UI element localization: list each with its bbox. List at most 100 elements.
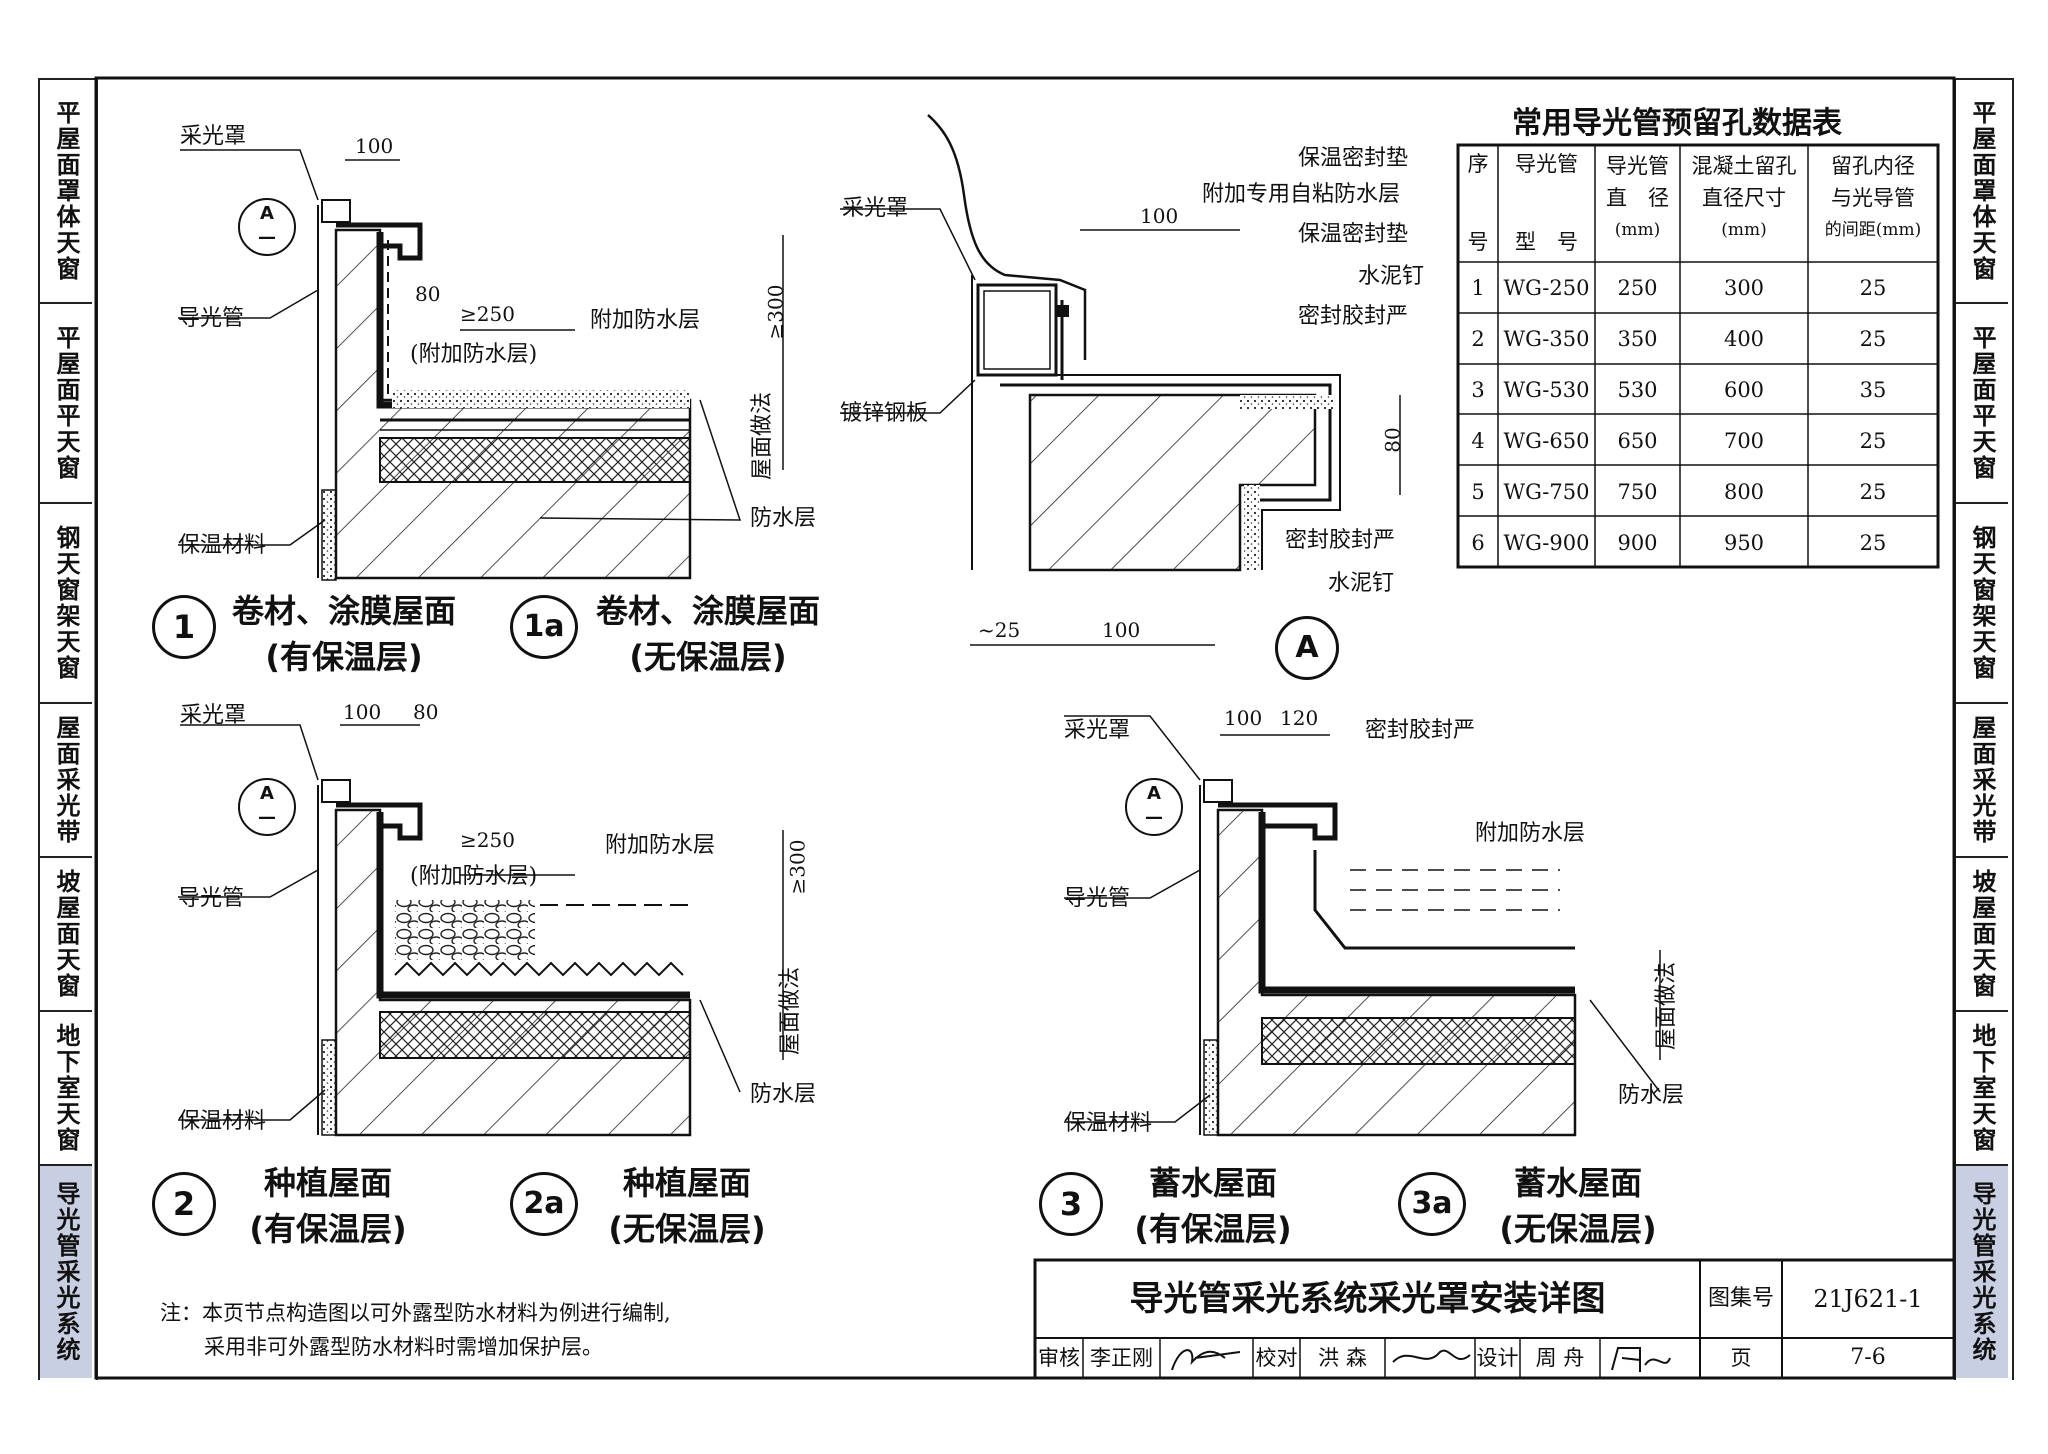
d2-insulation: 保温材料	[178, 1109, 267, 1134]
da-cement-nail-2: 水泥钉	[1328, 571, 1395, 596]
side-tab-left-2[interactable]: 平屋面平天窗	[40, 304, 92, 504]
table-header-seq: 序 号	[1467, 152, 1489, 254]
callout-a-3[interactable]: A —	[1125, 778, 1183, 836]
callout-a-1-letter: A	[260, 203, 274, 224]
detail-3a-line1: 蓄水屋面	[1513, 1164, 1642, 1202]
side-tab-right-6[interactable]: 地下室天窗	[1956, 1012, 2008, 1166]
callout-a-2[interactable]: A —	[238, 778, 296, 836]
detail-a-badge: A	[1275, 616, 1339, 680]
detail-3-line1: 蓄水屋面	[1148, 1164, 1277, 1202]
d3-dim-100: 100	[1224, 706, 1263, 730]
title-block-design-label: 设计	[1476, 1346, 1519, 1370]
sheet-frame	[94, 76, 1956, 1380]
da-dim-100-top: 100	[1140, 204, 1179, 228]
detail-2-badge: 2	[152, 1172, 216, 1236]
detail-1-title: 卷材、涂膜屋面 (有保温层)	[232, 586, 456, 678]
side-tab-left-4[interactable]: 屋面采光带	[40, 704, 92, 858]
d1-dim-250: ≥250	[460, 302, 515, 326]
detail-1-line1: 卷材、涂膜屋面	[232, 592, 457, 630]
table-body: 1 WG-250 250 300 25 2 WG-350 350 400 25 …	[1458, 262, 1938, 568]
title-block-grid	[1033, 1258, 1956, 1380]
detail-3-section	[1199, 779, 1577, 1137]
detail-1-section	[317, 199, 692, 581]
side-tabs-left: 平屋面罩体天窗 平屋面平天窗 钢天窗架天窗 屋面采光带 坡屋面天窗 地下室天窗 …	[38, 78, 98, 1380]
detail-3a-title: 蓄水屋面 (无保温层)	[1478, 1158, 1678, 1250]
d1-extra-paren: (附加防水层)	[410, 342, 538, 367]
callout-a-1[interactable]: A —	[238, 198, 296, 256]
da-cement-nail-1: 水泥钉	[1358, 264, 1425, 289]
note-line2: 采用非可外露型防水材料时需增加保护层。	[204, 1335, 603, 1359]
d2-tube-label: 导光管	[178, 886, 245, 911]
d2-dim-80: 80	[413, 700, 439, 724]
data-table-grid	[1456, 143, 1940, 569]
detail-3a-badge: 3a	[1398, 1172, 1466, 1236]
d2-dim-300: ≥300	[785, 839, 810, 895]
detail-3-badge: 3	[1039, 1172, 1103, 1236]
side-tab-left-7[interactable]: 导光管采光系统	[40, 1166, 92, 1378]
detail-1-line2: (有保温层)	[265, 638, 423, 676]
callout-a-2-dash: —	[258, 807, 276, 828]
d2-dim-100: 100	[343, 700, 382, 724]
detail-2a-line2: (无保温层)	[608, 1210, 766, 1248]
title-block-check-label: 校对	[1255, 1346, 1298, 1370]
detail-1a-badge: 1a	[510, 595, 578, 659]
detail-2a-title: 种植屋面 (无保温层)	[592, 1158, 782, 1250]
title-block-title: 导光管采光系统采光罩安装详图	[1129, 1279, 1606, 1319]
detail-2-title: 种植屋面 (有保温层)	[238, 1158, 418, 1250]
table-row: 3 WG-530 530 600 35	[1471, 377, 1887, 402]
d1-dim-100: 100	[355, 134, 394, 158]
side-tab-left-3[interactable]: 钢天窗架天窗	[40, 504, 92, 704]
detail-2-line2: (有保温层)	[249, 1210, 407, 1248]
d3-waterproof: 防水层	[1618, 1083, 1685, 1108]
table-header-diameter: 导光管 直 径 (mm)	[1606, 154, 1669, 240]
callout-a-2-letter: A	[260, 783, 274, 804]
detail-a-section	[927, 114, 1341, 572]
detail-1a-title: 卷材、涂膜屋面 (无保温层)	[596, 586, 820, 678]
d3-extra-waterproof: 附加防水层	[1475, 821, 1586, 846]
leader-lines	[178, 149, 1661, 1123]
side-tab-right-5[interactable]: 坡屋面天窗	[1956, 858, 2008, 1012]
side-tab-right-4[interactable]: 屋面采光带	[1956, 704, 2008, 858]
table-row: 4 WG-650 650 700 25	[1471, 428, 1887, 453]
da-galv-steel: 镀锌钢板	[840, 401, 929, 426]
note: 注：本页节点构造图以可外露型防水材料为例进行编制, 采用非可外露型防水材料时需增…	[160, 1296, 671, 1364]
side-tab-left-6[interactable]: 地下室天窗	[40, 1012, 92, 1166]
detail-2a-line1: 种植屋面	[622, 1164, 751, 1202]
table-row: 1 WG-250 250 300 25	[1471, 275, 1887, 300]
side-tab-right-1[interactable]: 平屋面罩体天窗	[1956, 80, 2008, 304]
d3-dim-120: 120	[1280, 706, 1319, 730]
table-row: 6 WG-900 900 950 25	[1471, 530, 1887, 555]
table-row: 5 WG-750 750 800 25	[1471, 479, 1887, 504]
d1-extra-waterproof: 附加防水层	[590, 308, 701, 333]
title-block-atlas-no: 21J621-1	[1813, 1285, 1923, 1313]
side-tab-left-5[interactable]: 坡屋面天窗	[40, 858, 92, 1012]
d3-sealant: 密封胶封严	[1365, 718, 1476, 743]
d1-dim-300: ≥300	[763, 284, 788, 340]
side-tab-right-2[interactable]: 平屋面平天窗	[1956, 304, 2008, 504]
title-block-atlas-label: 图集号	[1707, 1286, 1774, 1311]
d1-waterproof: 防水层	[750, 506, 817, 531]
d2-cover-label: 采光罩	[180, 703, 247, 728]
side-tab-right-3[interactable]: 钢天窗架天窗	[1956, 504, 2008, 704]
callout-a-3-dash: —	[1145, 807, 1163, 828]
side-tab-right-7[interactable]: 导光管采光系统	[1956, 1166, 2008, 1378]
da-insul-gasket-2: 保温密封垫	[1298, 222, 1409, 247]
signatures	[1171, 1347, 1671, 1372]
d1-cover-label: 采光罩	[180, 124, 247, 149]
table-header-gap: 留孔内径 与光导管 的间距(mm)	[1824, 154, 1922, 240]
side-tab-left-1[interactable]: 平屋面罩体天窗	[40, 80, 92, 304]
callout-a-3-letter: A	[1147, 783, 1161, 804]
detail-3-line2: (有保温层)	[1134, 1210, 1292, 1248]
detail-3a-line2: (无保温层)	[1499, 1210, 1657, 1248]
d3-cover-label: 采光罩	[1064, 718, 1131, 743]
da-sealant-1: 密封胶封严	[1298, 304, 1409, 329]
d3-tube-label: 导光管	[1064, 886, 1131, 911]
d1-insulation: 保温材料	[178, 533, 267, 558]
d3-roof-method: 屋面做法	[1654, 961, 1680, 1051]
da-dim-80: 80	[1380, 427, 1405, 453]
detail-3-title: 蓄水屋面 (有保温层)	[1118, 1158, 1308, 1250]
da-insul-gasket-1: 保温密封垫	[1298, 146, 1409, 171]
da-sealant-2: 密封胶封严	[1285, 528, 1396, 553]
table-row: 2 WG-350 350 400 25	[1471, 326, 1887, 351]
table-title: 常用导光管预留孔数据表	[1512, 106, 1842, 141]
